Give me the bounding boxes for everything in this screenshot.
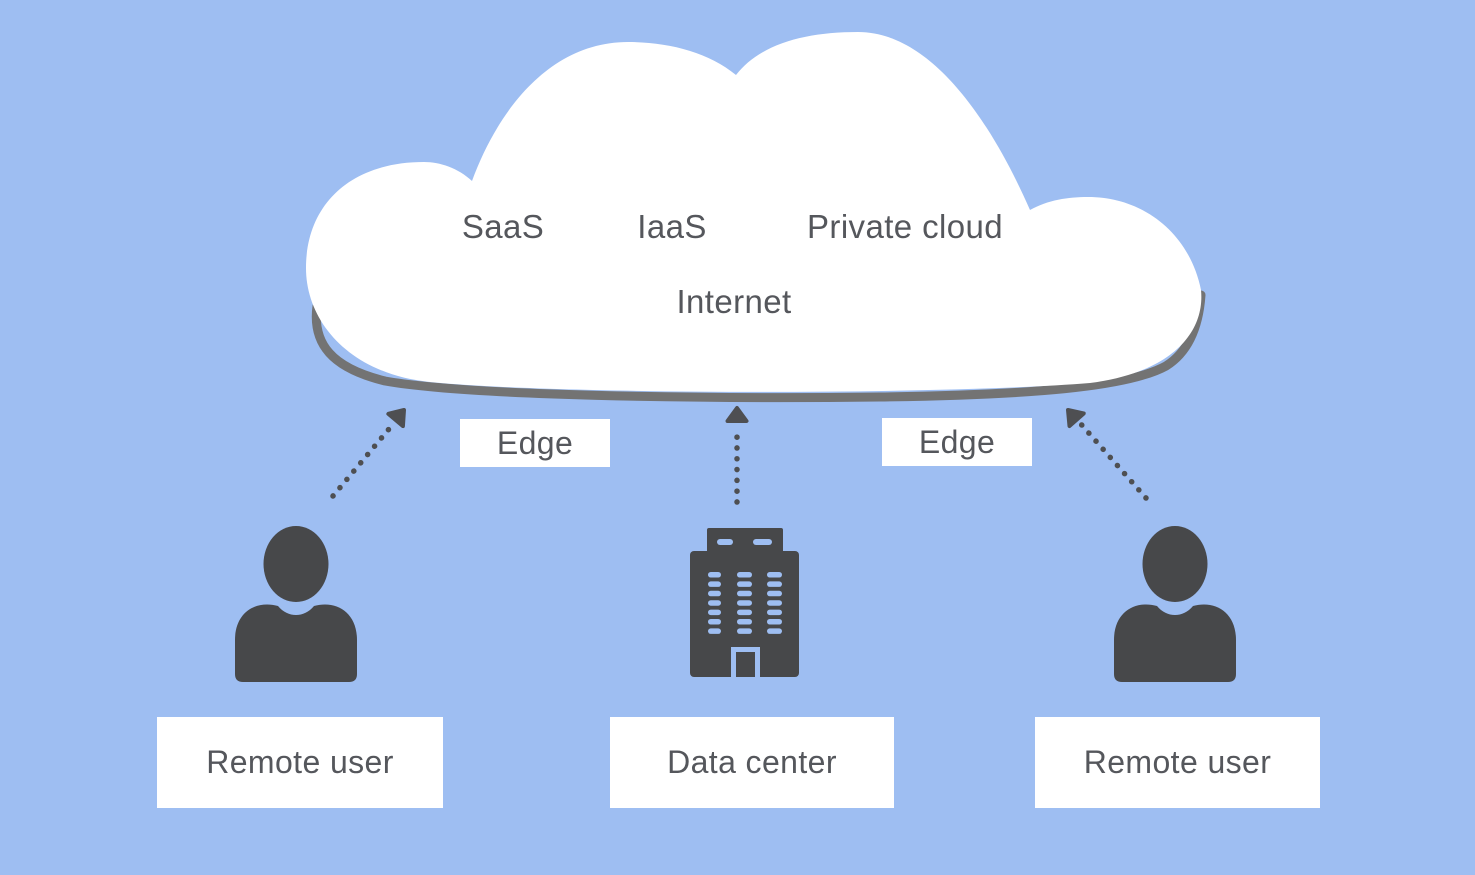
edge-box-left: Edge (460, 419, 610, 467)
building-icon (690, 528, 799, 677)
arrow-up-icon (725, 406, 749, 423)
user-icon (1114, 526, 1236, 682)
internet-label: Internet (676, 283, 792, 320)
saas-label: SaaS (461, 208, 545, 245)
iaas-label: IaaS (637, 208, 707, 245)
cloud-underline (311, 290, 1206, 403)
user-icon (235, 526, 357, 682)
connector-left (330, 401, 414, 499)
data-center-box: Data center (610, 717, 894, 808)
arrow-up-icon (386, 401, 414, 429)
connector-center (725, 406, 749, 505)
connector-right (1058, 401, 1149, 501)
cloud-shape (306, 32, 1202, 392)
edge-box-right: Edge (882, 418, 1032, 466)
remote-user-right-box: Remote user (1035, 717, 1320, 808)
private-cloud-label: Private cloud (807, 208, 1003, 245)
remote-user-left-box: Remote user (157, 717, 443, 808)
